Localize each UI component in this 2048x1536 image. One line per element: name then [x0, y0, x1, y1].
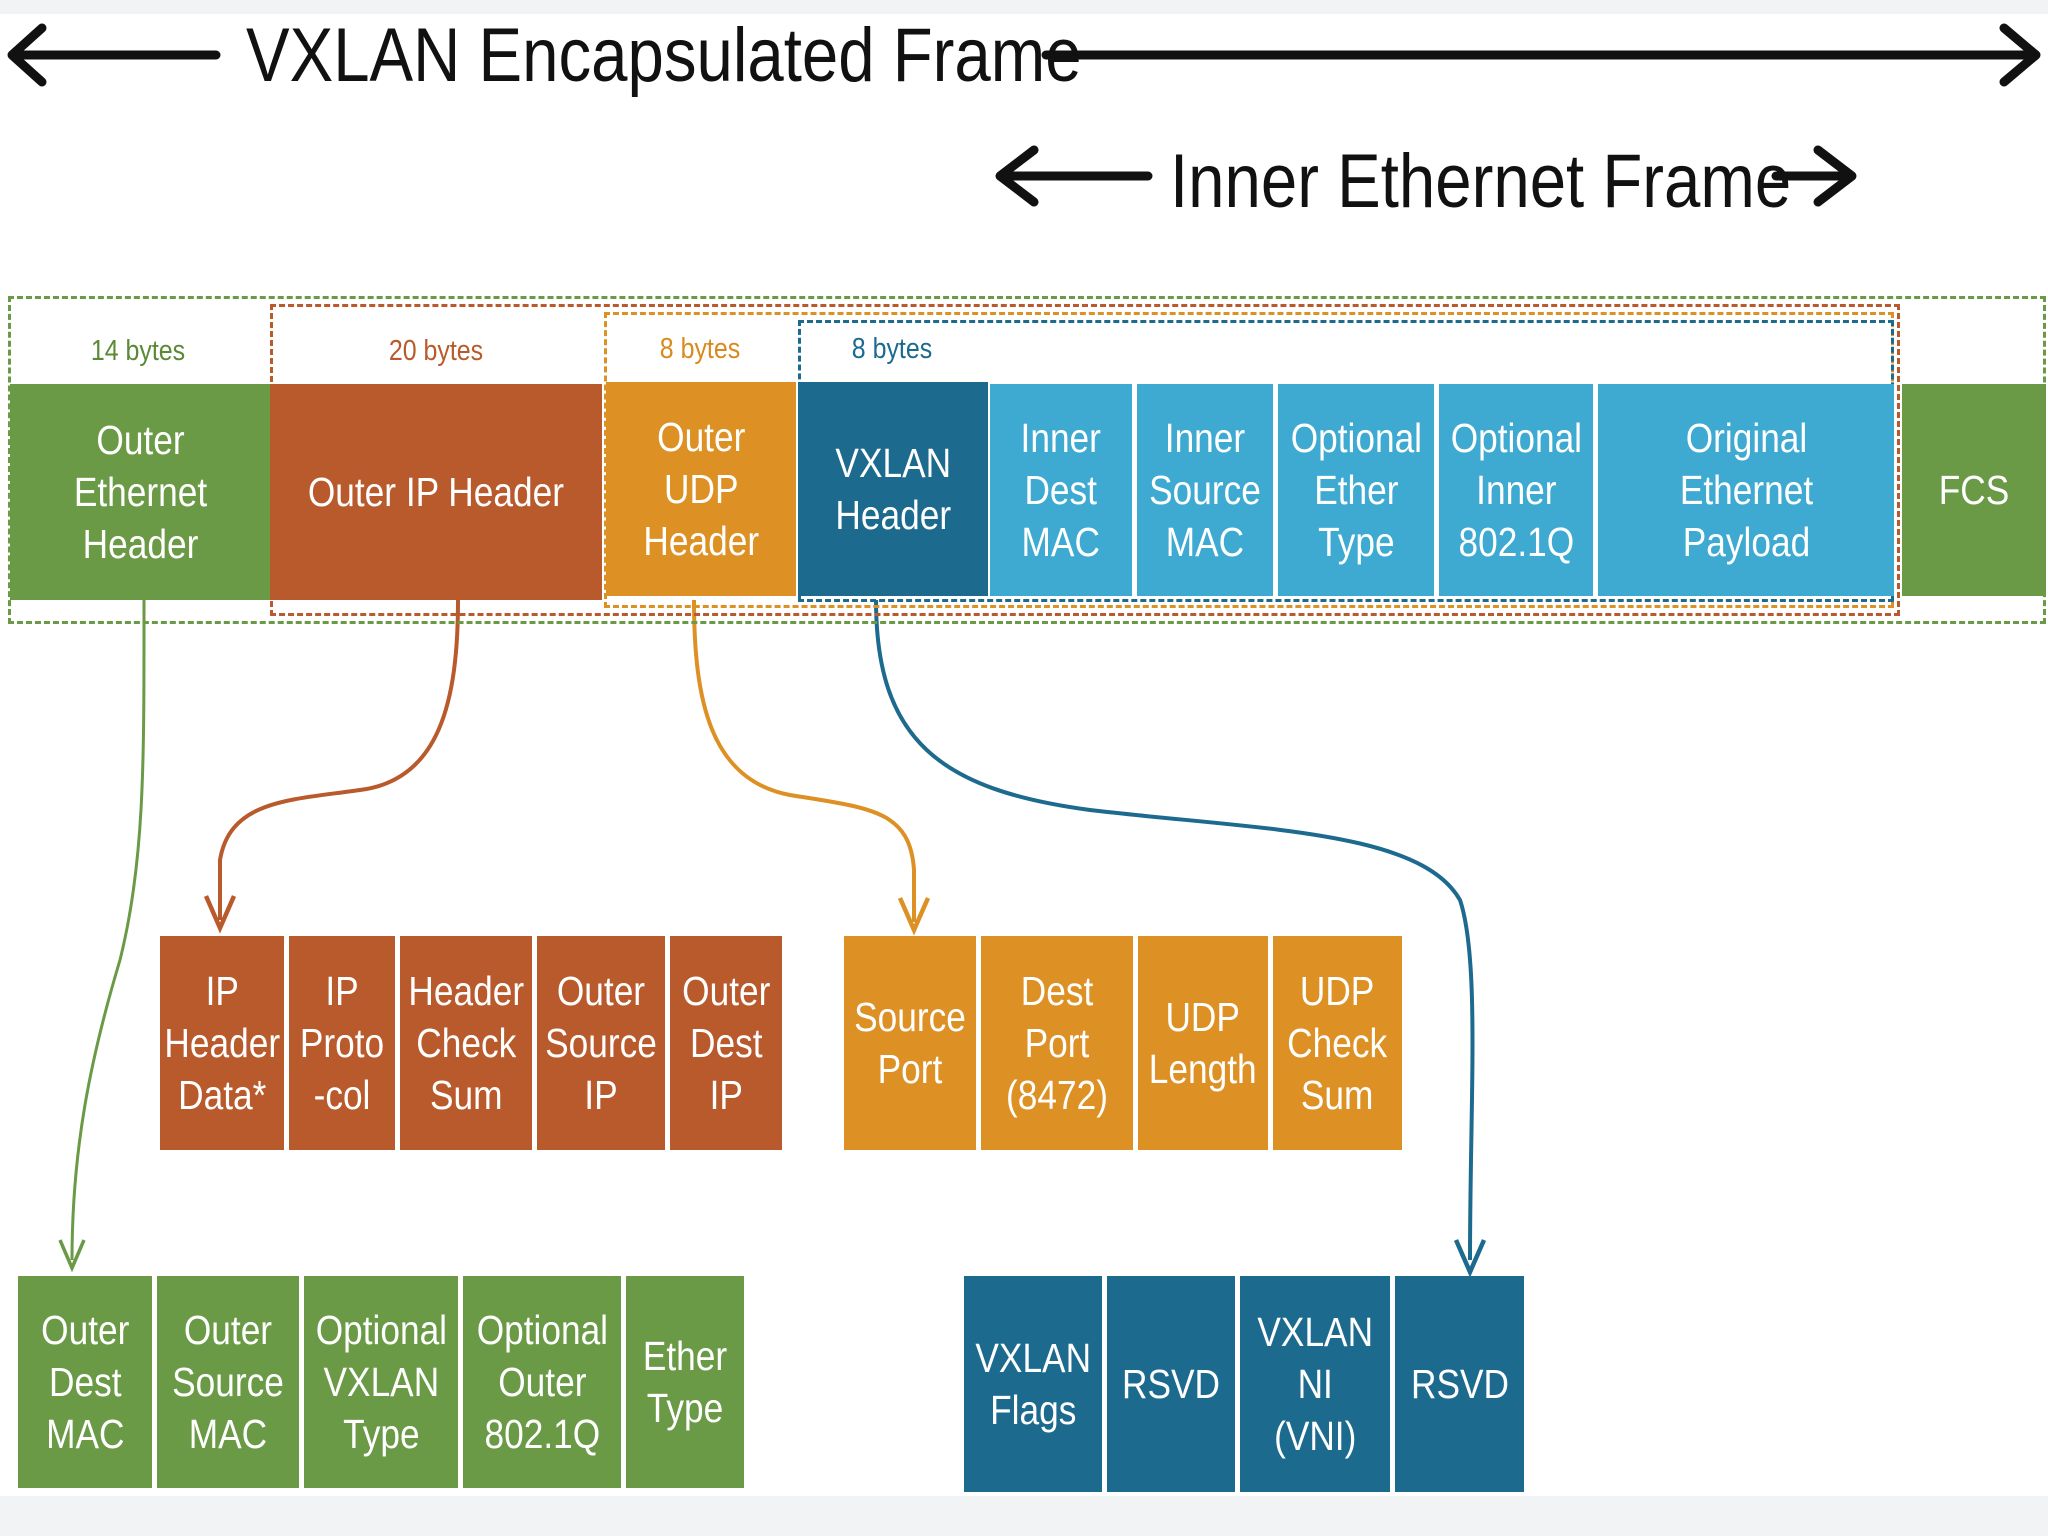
inner-source-mac-block: Inner Source MAC	[1137, 384, 1273, 596]
ethernet-field-label: Optional VXLAN Type	[315, 1307, 447, 1457]
vxlan-field: RSVD	[1107, 1276, 1235, 1492]
ip-field: Header Check Sum	[400, 936, 532, 1150]
ethernet-field: Outer Source MAC	[157, 1276, 299, 1488]
vxlan-divider	[1102, 1276, 1107, 1492]
ip-divider	[665, 936, 670, 1150]
title-inner-arrows	[995, 145, 1857, 207]
ip-divider	[395, 936, 400, 1150]
ethernet-field: Ether Type	[626, 1276, 744, 1488]
ip-field-label: Header Check Sum	[408, 968, 524, 1118]
udp-field-label: Source Port	[854, 994, 966, 1092]
ip-divider	[284, 936, 289, 1150]
ethernet-field-label: Ether Type	[642, 1333, 728, 1431]
vxlan-fields-block	[964, 1276, 1524, 1492]
vxlan-field-label: RSVD	[1410, 1361, 1509, 1407]
inner-divider	[1593, 384, 1598, 596]
vxlan-header-label: VXLAN Header	[835, 440, 951, 538]
vxlan-field: VXLAN NI (VNI)	[1240, 1276, 1390, 1492]
udp-field: UDP Check Sum	[1273, 936, 1402, 1150]
inner-dest-mac-block: Inner Dest MAC	[990, 384, 1132, 596]
outer-udp-header-label: Outer UDP Header	[643, 414, 759, 564]
optional-ether-type-block: Optional Ether Type	[1278, 384, 1434, 596]
udp-field-label: UDP Check Sum	[1287, 968, 1388, 1118]
ip-field-label: Outer Source IP	[545, 968, 657, 1118]
outer-ethernet-header-block: Outer Ethernet Header	[10, 384, 270, 600]
vxlan-field-label: RSVD	[1122, 1361, 1220, 1407]
ip-bytes-label: 20 bytes	[388, 335, 484, 367]
ip-field: Outer Dest IP	[670, 936, 782, 1150]
optional-inner-8021q-label: Optional Inner 802.1Q	[1450, 415, 1582, 565]
ethernet-field: Outer Dest MAC	[18, 1276, 152, 1488]
outer-ip-header-label: Outer IP Header	[307, 469, 565, 515]
udp-bytes-label: 8 bytes	[659, 333, 741, 365]
bottom-strip	[0, 1496, 2048, 1536]
vxlan-bytes-label: 8 bytes	[851, 333, 933, 365]
ip-field: IP Proto -col	[289, 936, 395, 1150]
vxlan-field: VXLAN Flags	[964, 1276, 1102, 1492]
ip-field: IP Header Data*	[160, 936, 284, 1150]
inner-divider	[1434, 384, 1439, 596]
ip-fields-block	[160, 936, 782, 1150]
vxlan-connector	[874, 599, 1475, 1261]
ip-field: Outer Source IP	[537, 936, 665, 1150]
vxlan-field-label: VXLAN Flags	[975, 1335, 1091, 1433]
udp-field: Dest Port (8472)	[981, 936, 1133, 1150]
ip-connector	[218, 599, 460, 920]
ethernet-divider	[152, 1276, 157, 1488]
ip-field-label: Outer Dest IP	[681, 968, 771, 1118]
ethernet-divider	[458, 1276, 463, 1488]
optional-ether-type-label: Optional Ether Type	[1290, 415, 1422, 565]
udp-field-label: UDP Length	[1149, 994, 1257, 1092]
inner-frame-title: Inner Ethernet Frame	[1170, 139, 1792, 224]
inner-dest-mac-label: Inner Dest MAC	[1020, 415, 1102, 565]
udp-connector	[692, 599, 916, 922]
udp-fields-block	[844, 936, 1402, 1150]
inner-frame-block	[990, 384, 1894, 596]
ethernet-divider	[621, 1276, 626, 1488]
vxlan-field: RSVD	[1395, 1276, 1524, 1492]
ip-divider	[532, 936, 537, 1150]
optional-inner-8021q-block: Optional Inner 802.1Q	[1439, 384, 1593, 596]
ip-field-label: IP Proto -col	[299, 968, 385, 1118]
inner-source-mac-label: Inner Source MAC	[1149, 415, 1261, 565]
encapsulated-frame-title: VXLAN Encapsulated Frame	[246, 13, 1082, 98]
ethernet-arrowhead	[58, 1239, 86, 1273]
ethernet-bytes-label: 14 bytes	[90, 335, 186, 367]
inner-divider	[1273, 384, 1278, 596]
top-strip	[0, 0, 2048, 14]
ip-field-label: IP Header Data*	[164, 968, 280, 1118]
ethernet-field-label: Outer Dest MAC	[40, 1307, 130, 1457]
ethernet-field-label: Outer Source MAC	[172, 1307, 284, 1457]
title-outer-arrows	[7, 23, 2041, 87]
vxlan-header-block: VXLAN Header	[798, 382, 988, 596]
fcs-label: FCS	[1938, 467, 2010, 513]
udp-field-label: Dest Port (8472)	[1006, 968, 1108, 1118]
outer-udp-header-block: Outer UDP Header	[606, 382, 796, 596]
ip-arrowhead	[203, 895, 237, 934]
udp-divider	[1133, 936, 1138, 1150]
ethernet-divider	[299, 1276, 304, 1488]
inner-divider	[1132, 384, 1137, 596]
udp-field: Source Port	[844, 936, 976, 1150]
ethernet-field: Optional VXLAN Type	[304, 1276, 458, 1488]
fcs-block: FCS	[1902, 384, 2046, 596]
outer-ethernet-header-label: Outer Ethernet Header	[73, 417, 207, 567]
original-ethernet-payload-label: Original Ethernet Payload	[1679, 415, 1813, 565]
vxlan-arrowhead	[1453, 1239, 1487, 1278]
outer-ip-header-block: Outer IP Header	[270, 384, 602, 600]
vxlan-divider	[1390, 1276, 1395, 1492]
ethernet-field-label: Optional Outer 802.1Q	[476, 1307, 608, 1457]
udp-field: UDP Length	[1138, 936, 1268, 1150]
original-ethernet-payload-block: Original Ethernet Payload	[1598, 384, 1894, 596]
ethernet-field: Optional Outer 802.1Q	[463, 1276, 621, 1488]
udp-arrowhead	[897, 897, 931, 936]
vxlan-field-label: VXLAN NI (VNI)	[1257, 1309, 1373, 1459]
ethernet-connector	[70, 599, 146, 1261]
vxlan-divider	[1235, 1276, 1240, 1492]
udp-divider	[976, 936, 981, 1150]
udp-divider	[1268, 936, 1273, 1150]
